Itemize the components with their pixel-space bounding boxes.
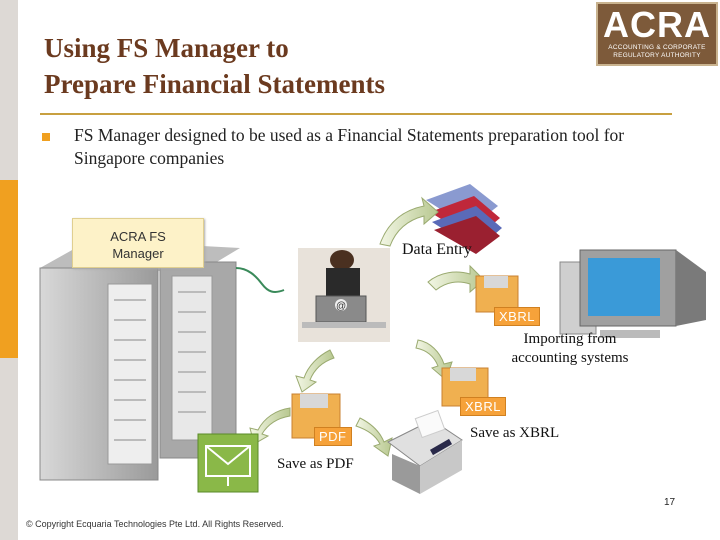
computer-icon (559, 249, 706, 338)
bullet-marker (42, 133, 50, 141)
binders-icon (426, 184, 502, 254)
left-side-accent (0, 180, 18, 358)
page-number: 17 (664, 497, 676, 508)
title-rule (40, 113, 672, 115)
connector-line (235, 267, 285, 293)
bullet-text: FS Manager designed to be used as a Fina… (74, 125, 625, 168)
slide-title: Using FS Manager to Prepare Financial St… (44, 30, 564, 102)
save-pdf-label: Save as PDF (277, 456, 354, 472)
person-laptop-icon: @ (298, 248, 390, 342)
acra-box-line-2: Manager (112, 246, 164, 261)
importing-line-2: accounting systems (511, 350, 629, 366)
title-line-2: Prepare Financial Statements (44, 69, 385, 99)
curved-arrow-icon (249, 196, 485, 457)
importing-label: Importing from accounting systems (500, 330, 640, 368)
email-icon (197, 433, 259, 493)
acra-logo: ACRA ACCOUNTING & CORPORATE REGULATORY A… (596, 2, 718, 66)
save-xbrl-label: Save as XBRL (470, 425, 560, 441)
pdf-tag: PDF (314, 427, 352, 446)
logo-line-1: ACCOUNTING & CORPORATE (608, 44, 706, 51)
printer-icon (387, 409, 463, 494)
title-line-1: Using FS Manager to (44, 33, 289, 63)
xbrl-tag-top: XBRL (494, 307, 540, 326)
logo-line-2: REGULATORY AUTHORITY (613, 52, 701, 59)
acra-fs-manager-box: ACRA FS Manager (72, 218, 204, 268)
copyright-footer: © Copyright Ecquaria Technologies Pte Lt… (26, 519, 284, 529)
logo-name: ACRA (603, 4, 711, 45)
xbrl-tag-mid: XBRL (460, 397, 506, 416)
importing-line-1: Importing from (523, 331, 617, 347)
data-entry-label: Data Entry (402, 241, 472, 258)
acra-box-line-1: ACRA FS (110, 229, 166, 244)
svg-text:@: @ (336, 301, 346, 312)
